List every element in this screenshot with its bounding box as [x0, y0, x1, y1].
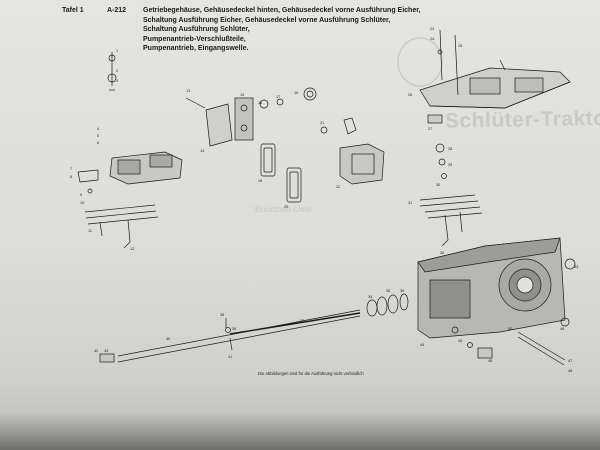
description-line: Schaltung Ausführung Eicher, Gehäusedeck…: [143, 16, 391, 24]
description-line: Pumpenantrieb, Eingangswelle.: [143, 45, 249, 53]
part-label: 36: [400, 289, 404, 293]
part-label: 45: [458, 339, 462, 343]
part-label: 18: [294, 91, 298, 95]
part-label: 3: [116, 79, 118, 83]
watermark-subtext: Ersatzteil-Liste: [255, 205, 312, 214]
front-cover-schlueter: [419, 29, 571, 109]
description-line: Pumpenantrieb-Verschlußteile,: [143, 35, 246, 43]
part-label: 32: [440, 251, 444, 255]
part-label: 5: [97, 134, 99, 138]
part-label: 34: [368, 295, 372, 299]
rear-cover: [185, 87, 317, 147]
part-label: 19: [258, 179, 262, 183]
part-label: 37: [300, 319, 304, 323]
part-label: 10: [80, 201, 84, 205]
cover-gaskets: [260, 143, 302, 203]
part-label: 31: [408, 201, 412, 205]
part-label: 42: [94, 349, 98, 353]
part-label: 30: [436, 183, 440, 187]
part-label: 48: [568, 369, 572, 373]
part-label: 22: [336, 185, 340, 189]
dipstick-part: [107, 52, 117, 91]
part-label: 33: [574, 265, 578, 269]
plate-description: Getriebegehäuse, Gehäusedeckel hinten, G…: [143, 6, 421, 54]
page-shadow: [0, 412, 600, 450]
part-label: 12: [130, 247, 134, 251]
part-label: 16: [258, 101, 262, 105]
description-line: Schaltung Ausführung Schlüter,: [143, 26, 250, 34]
shift-rods-left: [84, 204, 159, 249]
part-label: 11: [88, 229, 92, 233]
part-label: 21: [320, 121, 324, 125]
pump-shaft: [451, 326, 566, 366]
part-label: 28: [448, 147, 452, 151]
part-label: 29: [448, 163, 452, 167]
part-label: 7: [70, 167, 72, 171]
part-label: 14: [200, 149, 204, 153]
part-label: 20: [284, 205, 288, 209]
part-label: 43: [104, 349, 108, 353]
part-label: 27: [428, 127, 432, 131]
part-label: 4: [97, 127, 99, 131]
part-label: 25: [458, 44, 462, 48]
bearing-rings: [366, 293, 409, 317]
part-label: 46: [488, 359, 492, 363]
part-label: 47: [568, 359, 572, 363]
part-label: 23: [430, 27, 434, 31]
shift-parts-right: [419, 114, 483, 247]
part-label: 9: [80, 193, 82, 197]
part-label: 1: [116, 49, 118, 53]
stamp-circle: [397, 37, 443, 87]
pump-drive-cover: [320, 117, 385, 185]
part-label: 38: [220, 313, 224, 317]
drawing-caption: Die Abbildungen sind für die Ausführung …: [258, 371, 364, 376]
part-label: 35: [386, 289, 390, 293]
part-label: 41: [228, 355, 232, 359]
part-label: 2: [116, 69, 118, 73]
description-line: Getriebegehäuse, Gehäusedeckel hinten, G…: [143, 7, 421, 14]
front-cover-eicher: [77, 151, 183, 194]
gearbox-housing: [417, 237, 576, 339]
part-label: 15: [240, 93, 244, 97]
part-label: 50: [508, 327, 512, 331]
part-label: 39: [232, 327, 236, 331]
part-label: 13: [186, 89, 190, 93]
part-label: 44: [420, 343, 424, 347]
part-number-labels: 1 2 3 4 5 6 7 8 9 10 11 12 13 14 15 16 1…: [70, 27, 578, 373]
plate-code: A-212: [107, 7, 127, 14]
plate-label: Tafel 1: [62, 7, 84, 14]
part-label: 26: [408, 93, 412, 97]
part-label: 17: [276, 95, 280, 99]
part-label: 40: [166, 337, 170, 341]
part-label: 24: [430, 37, 434, 41]
part-label: 6: [97, 141, 99, 145]
part-label: 49: [560, 327, 564, 331]
part-label: 8: [70, 175, 72, 179]
input-shaft: [99, 309, 361, 363]
